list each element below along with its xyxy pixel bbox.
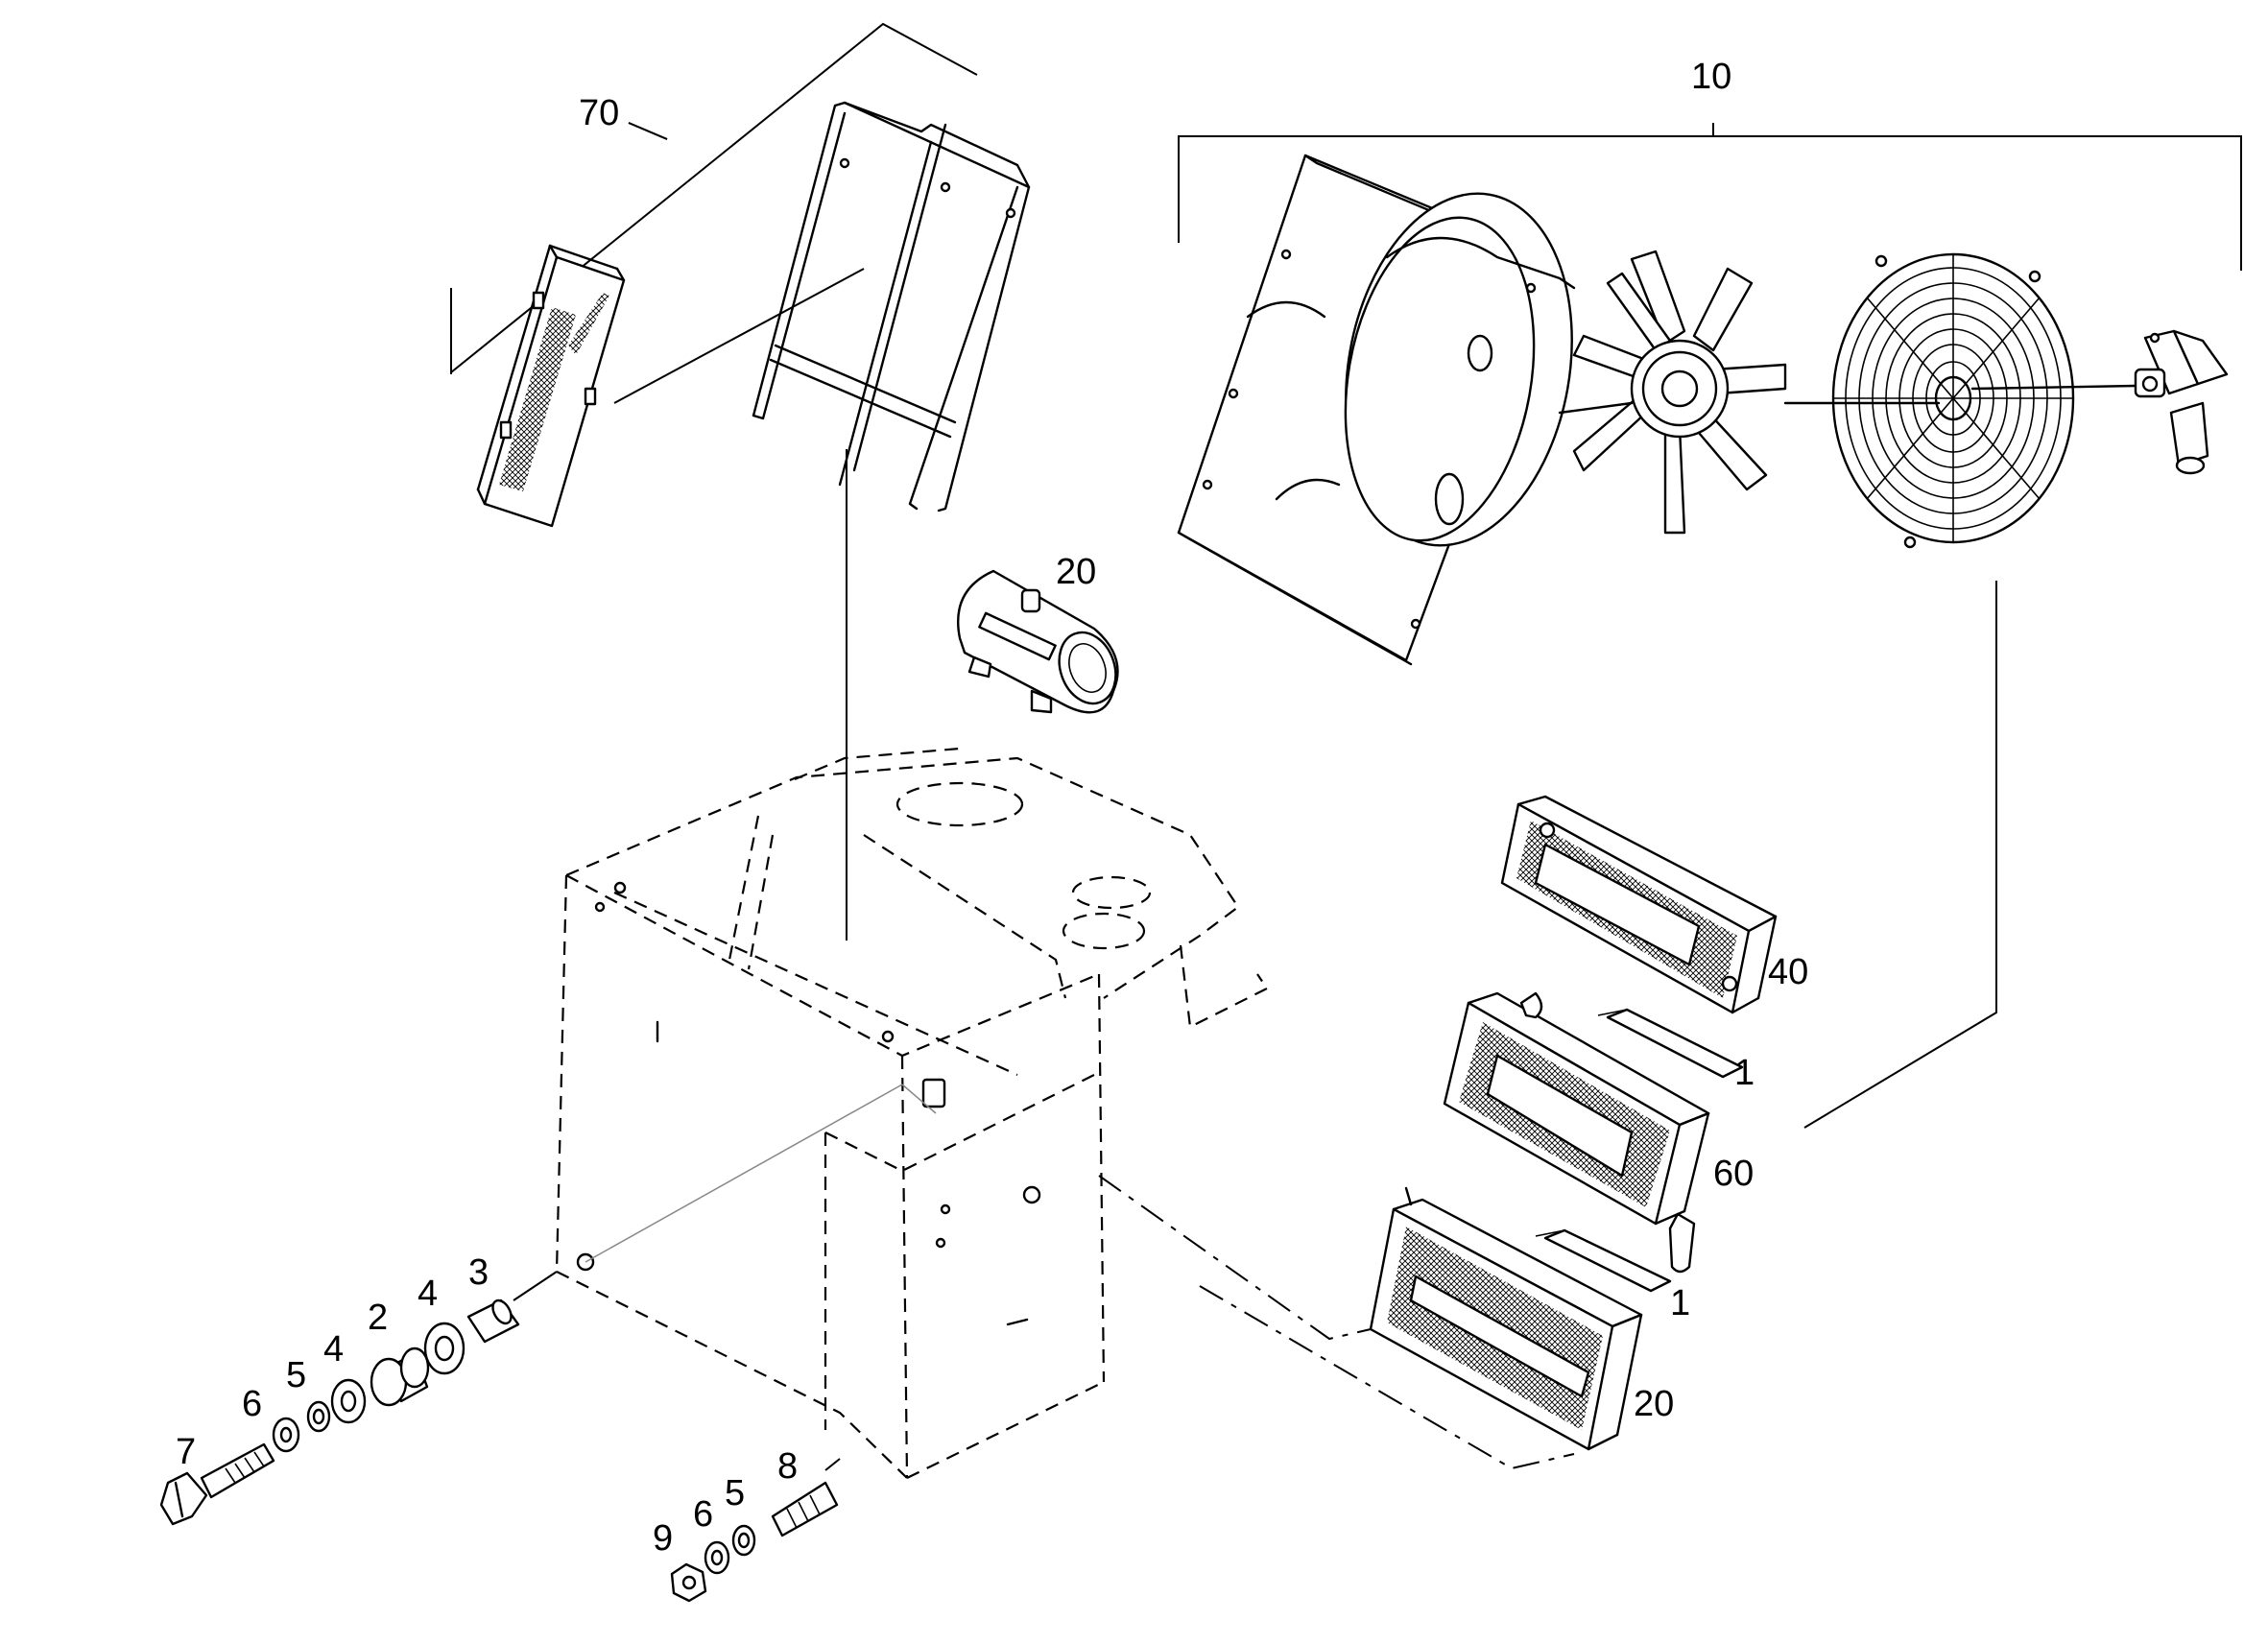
reference-line (585, 1084, 903, 1263)
callout-40: 40 (1768, 952, 1808, 992)
callout-20-tank: 20 (1056, 552, 1096, 592)
fan-shroud (1177, 154, 1576, 666)
callout-6-left: 6 (242, 1384, 262, 1424)
callout-4-left: 4 (323, 1329, 344, 1370)
callout-6-lower: 6 (693, 1494, 713, 1535)
cover-panel (476, 244, 626, 528)
group-70-bracket (450, 22, 978, 374)
callout-8: 8 (777, 1446, 798, 1487)
mount-hardware-left (159, 1271, 558, 1526)
radiator-60 (1443, 991, 1710, 1274)
spacer-strip-lower (1535, 1228, 1672, 1293)
fan-guard (1783, 252, 2137, 549)
callout-70: 70 (579, 93, 619, 133)
radiator-20 (1369, 1186, 1643, 1451)
callout-9: 9 (653, 1518, 673, 1559)
fan-impeller (1558, 250, 1787, 535)
callout-10: 10 (1691, 57, 1731, 97)
group-10-bracket (1178, 123, 2242, 271)
callout-1-lower: 1 (1670, 1283, 1690, 1323)
callout-4-right: 4 (418, 1274, 438, 1314)
callout-7: 7 (176, 1432, 196, 1472)
mount-hardware-lower (670, 1458, 841, 1603)
callout-3: 3 (468, 1252, 489, 1293)
callout-60: 60 (1713, 1154, 1754, 1194)
callout-5-left: 5 (286, 1355, 306, 1395)
callout-2: 2 (368, 1298, 388, 1338)
fan-motor (2134, 329, 2229, 475)
group-70-bracket-line (450, 22, 978, 373)
housing-radiator-link (1098, 1175, 1372, 1341)
callout-20-radiator: 20 (1634, 1384, 1674, 1424)
oil-cooler-40 (1500, 795, 1778, 1014)
expansion-tank (957, 569, 1119, 714)
mounting-frame (613, 101, 1031, 512)
group-10-radiator-leader (1803, 581, 1997, 1129)
spacer-strip-upper (1597, 1008, 1744, 1079)
radiator-housing (555, 747, 1269, 1479)
callout-1-upper: 1 (1734, 1053, 1755, 1093)
callout-5-lower: 5 (725, 1473, 745, 1513)
